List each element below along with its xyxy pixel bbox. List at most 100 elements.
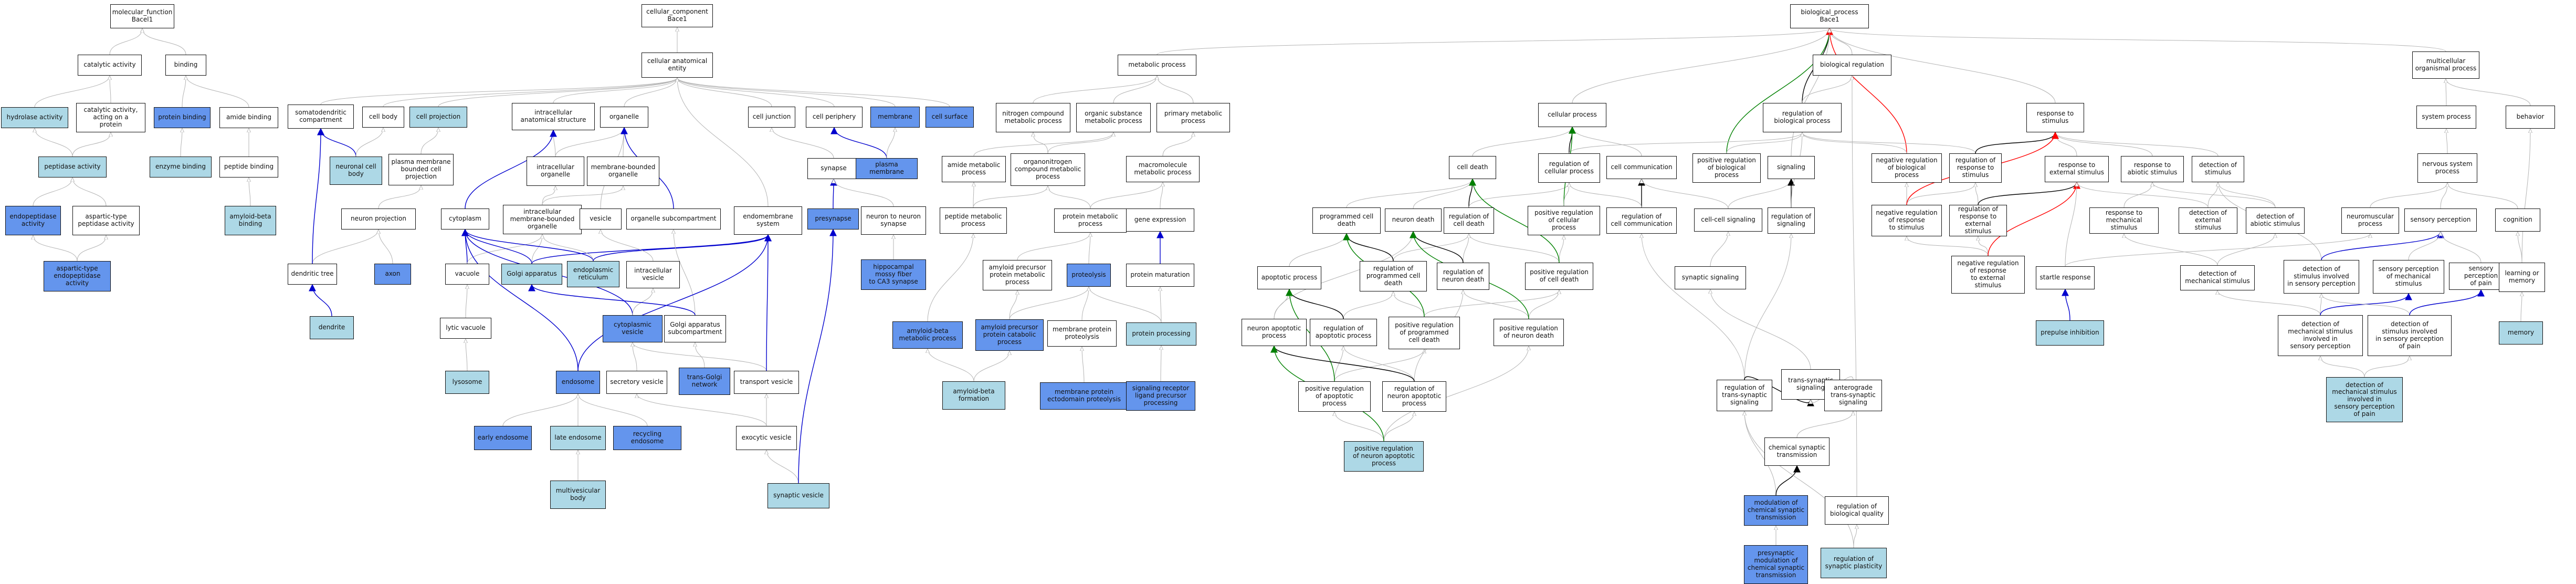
go-term-neuron-proj[interactable]: neuron projection	[341, 208, 416, 230]
go-term-hydrolase[interactable]: hydrolase activity	[1, 107, 68, 128]
go-term-membrane-proteolysis[interactable]: membrane protein proteolysis	[1047, 320, 1117, 347]
go-term-somato[interactable]: somatodendritic compartment	[288, 105, 354, 129]
go-term-cell-surface[interactable]: cell surface	[926, 107, 974, 128]
go-term-signaling-receptor[interactable]: signaling receptor ligand precursor proc…	[1126, 381, 1195, 411]
go-term-prog-cell-death[interactable]: programmed cell death	[1312, 207, 1381, 234]
go-term-reg-apoptotic[interactable]: regulation of apoptotic process	[1310, 319, 1377, 346]
go-term-pm-proj[interactable]: plasma membrane bounded cell projection	[388, 154, 454, 185]
go-term-detect-pain[interactable]: detection of stimulus involved in sensor…	[2368, 315, 2452, 356]
go-term-bp[interactable]: biological_process Bace1	[1790, 4, 1869, 28]
go-term-macromolecule[interactable]: macromolecule metabolic process	[1126, 156, 1200, 182]
go-term-detect-stim[interactable]: detection of stimulus	[2192, 156, 2244, 182]
go-term-reg-bio-quality[interactable]: regulation of biological quality	[1825, 496, 1889, 525]
go-term-signaling[interactable]: signaling	[1768, 156, 1815, 179]
go-term-detect-sensory[interactable]: detection of stimulus involved in sensor…	[2284, 260, 2359, 294]
go-term-cell-body[interactable]: cell body	[362, 107, 404, 128]
go-term-secretory-vesicle[interactable]: secretory vesicle	[606, 371, 667, 394]
go-term-cognition[interactable]: cognition	[2495, 208, 2540, 232]
go-term-ic-organelle[interactable]: intracellular organelle	[527, 157, 584, 186]
go-term-cell-signaling[interactable]: cell-cell signaling	[1694, 208, 1762, 232]
go-term-pos-reg-cell-death[interactable]: positive regulation of cell death	[1525, 263, 1593, 290]
go-term-cat-protein[interactable]: catalytic activity, acting on a protein	[76, 103, 145, 132]
go-term-detect-abiotic[interactable]: detection of abiotic stimulus	[2246, 207, 2305, 234]
go-term-vesicle[interactable]: vesicle	[580, 208, 622, 230]
go-term-golgi[interactable]: Golgi apparatus	[501, 264, 562, 285]
go-term-plasma-membrane[interactable]: plasma membrane	[856, 158, 918, 179]
go-term-organelle-sub[interactable]: organelle subcompartment	[626, 208, 721, 230]
go-term-endopeptidase[interactable]: endopeptidase activity	[5, 206, 61, 235]
go-term-resp-mech[interactable]: response to mechanical stimulus	[2089, 207, 2159, 234]
go-term-detect-mech-pain[interactable]: detection of mechanical stimulus involve…	[2326, 377, 2403, 422]
go-term-protein-met[interactable]: protein metabolic process	[1054, 208, 1127, 233]
go-term-reg-syn-plasticity[interactable]: regulation of synaptic plasticity	[1821, 548, 1887, 578]
go-term-reg-trans-synaptic[interactable]: regulation of trans-synaptic signaling	[1717, 380, 1772, 411]
go-term-reg-neuron-apoptotic[interactable]: regulation of neuron apoptotic process	[1382, 381, 1446, 412]
go-term-primary-met[interactable]: primary metabolic process	[1156, 103, 1230, 132]
go-term-transport-vesicle[interactable]: transport vesicle	[734, 371, 799, 394]
go-term-system-process[interactable]: system process	[2416, 106, 2476, 129]
go-term-neg-reg-resp-stim[interactable]: negative regulation of response to stimu…	[1871, 205, 1942, 236]
go-term-chem-synaptic[interactable]: chemical synaptic transmission	[1764, 437, 1830, 466]
go-term-catalytic[interactable]: catalytic activity	[78, 55, 142, 76]
go-term-endosome[interactable]: endosome	[556, 371, 600, 394]
go-term-exocytic-vesicle[interactable]: exocytic vesicle	[736, 426, 797, 450]
go-term-reg-resp-stim[interactable]: regulation of response to stimulus	[1949, 153, 2002, 183]
go-term-app-catabolic[interactable]: amyloid precursor protein catabolic proc…	[975, 319, 1044, 351]
go-term-cellular-process[interactable]: cellular process	[1538, 103, 1606, 127]
go-term-synaptic-vesicle[interactable]: synaptic vesicle	[767, 483, 829, 508]
go-term-synapse[interactable]: synapse	[807, 158, 860, 179]
go-term-axon[interactable]: axon	[374, 264, 411, 285]
go-term-amyloid-formation[interactable]: amyloid-beta formation	[942, 381, 1005, 410]
go-term-membrane[interactable]: membrane	[870, 107, 920, 128]
go-term-reg-cellular[interactable]: regulation of cellular process	[1538, 153, 1600, 183]
go-term-peptide-met[interactable]: peptide metabolic process	[940, 207, 1007, 234]
go-term-binding[interactable]: binding	[165, 55, 206, 76]
go-term-reg-prog-death[interactable]: regulation of programmed cell death	[1360, 261, 1427, 291]
go-term-membrane-ectodomain[interactable]: membrane protein ectodomain proteolysis	[1040, 382, 1128, 410]
go-term-enzyme-binding[interactable]: enzyme binding	[150, 157, 212, 178]
go-term-reg-cell-comm[interactable]: regulation of cell communication	[1606, 207, 1677, 234]
go-term-cell-comm[interactable]: cell communication	[1606, 156, 1677, 179]
go-term-protein-binding[interactable]: protein binding	[154, 107, 211, 128]
go-term-prepulse[interactable]: prepulse inhibition	[2036, 320, 2104, 346]
go-term-detect-ext[interactable]: detection of external stimulus	[2179, 207, 2237, 234]
go-term-dendrite[interactable]: dendrite	[310, 316, 354, 339]
go-term-amyloid-binding[interactable]: amyloid-beta binding	[225, 206, 276, 235]
go-term-amide-met[interactable]: amide metabolic process	[942, 156, 1006, 182]
go-term-neuromuscular[interactable]: neuromuscular process	[2341, 207, 2399, 234]
go-term-mvb[interactable]: multivesicular body	[550, 481, 606, 509]
go-term-bio-reg[interactable]: biological regulation	[1813, 55, 1891, 76]
go-term-anat[interactable]: cellular anatomical entity	[642, 53, 713, 78]
go-term-neg-reg-resp-ext[interactable]: negative regulation of response to exter…	[1951, 256, 2025, 294]
go-term-organelle[interactable]: organelle	[600, 107, 648, 128]
go-term-endomembrane[interactable]: endomembrane system	[734, 206, 802, 235]
go-term-recycling-endo[interactable]: recycling endosome	[613, 426, 681, 450]
go-term-organonitrogen[interactable]: organonitrogen compound metabolic proces…	[1011, 153, 1085, 186]
go-term-organic-subst[interactable]: organic substance metabolic process	[1076, 103, 1151, 132]
go-term-app-met[interactable]: amyloid precursor protein metabolic proc…	[983, 260, 1052, 290]
go-term-pos-reg-prog-death[interactable]: positive regulation of programmed cell d…	[1389, 317, 1460, 349]
go-term-er[interactable]: endoplasmic reticulum	[567, 261, 619, 287]
go-term-mod-chem-synaptic[interactable]: modulation of chemical synaptic transmis…	[1744, 495, 1808, 526]
go-term-protein-maturation[interactable]: protein maturation	[1126, 264, 1194, 287]
go-term-ic-mb-organelle[interactable]: intracellular membrane-bounded organelle	[503, 205, 582, 234]
go-term-learning[interactable]: learning or memory	[2499, 263, 2545, 292]
go-term-pos-reg-bio[interactable]: positive regulation of biological proces…	[1692, 153, 1761, 183]
go-term-aspartic-endo[interactable]: aspartic-type endopeptidase activity	[44, 261, 111, 291]
go-term-amide-binding[interactable]: amide binding	[219, 107, 278, 128]
go-term-ic-vesicle[interactable]: intracellular vesicle	[626, 261, 680, 288]
go-term-pos-reg-apoptotic[interactable]: positive regulation of apoptotic process	[1298, 381, 1371, 412]
go-term-proteolysis[interactable]: proteolysis	[1067, 264, 1111, 287]
go-term-reg-signaling[interactable]: regulation of signaling	[1768, 207, 1815, 234]
go-term-reg-resp-ext[interactable]: regulation of response to external stimu…	[1949, 205, 2007, 236]
go-term-reg-cell-death[interactable]: regulation of cell death	[1444, 207, 1494, 234]
go-term-metabolic[interactable]: metabolic process	[1118, 55, 1196, 76]
go-term-mf[interactable]: molecular_function Bacel1	[110, 4, 174, 28]
go-term-vacuole[interactable]: vacuole	[445, 264, 489, 285]
go-term-neuron-death[interactable]: neuron death	[1385, 208, 1442, 232]
go-term-neg-reg-bio[interactable]: negative regulation of biological proces…	[1871, 153, 1942, 183]
go-term-pos-reg-neuron-apop[interactable]: positive regulation of neuron apoptotic …	[1344, 441, 1424, 472]
go-term-cell-periphery[interactable]: cell periphery	[806, 107, 863, 128]
go-term-behavior[interactable]: behavior	[2506, 106, 2555, 129]
go-term-early-endo[interactable]: early endosome	[474, 426, 532, 450]
